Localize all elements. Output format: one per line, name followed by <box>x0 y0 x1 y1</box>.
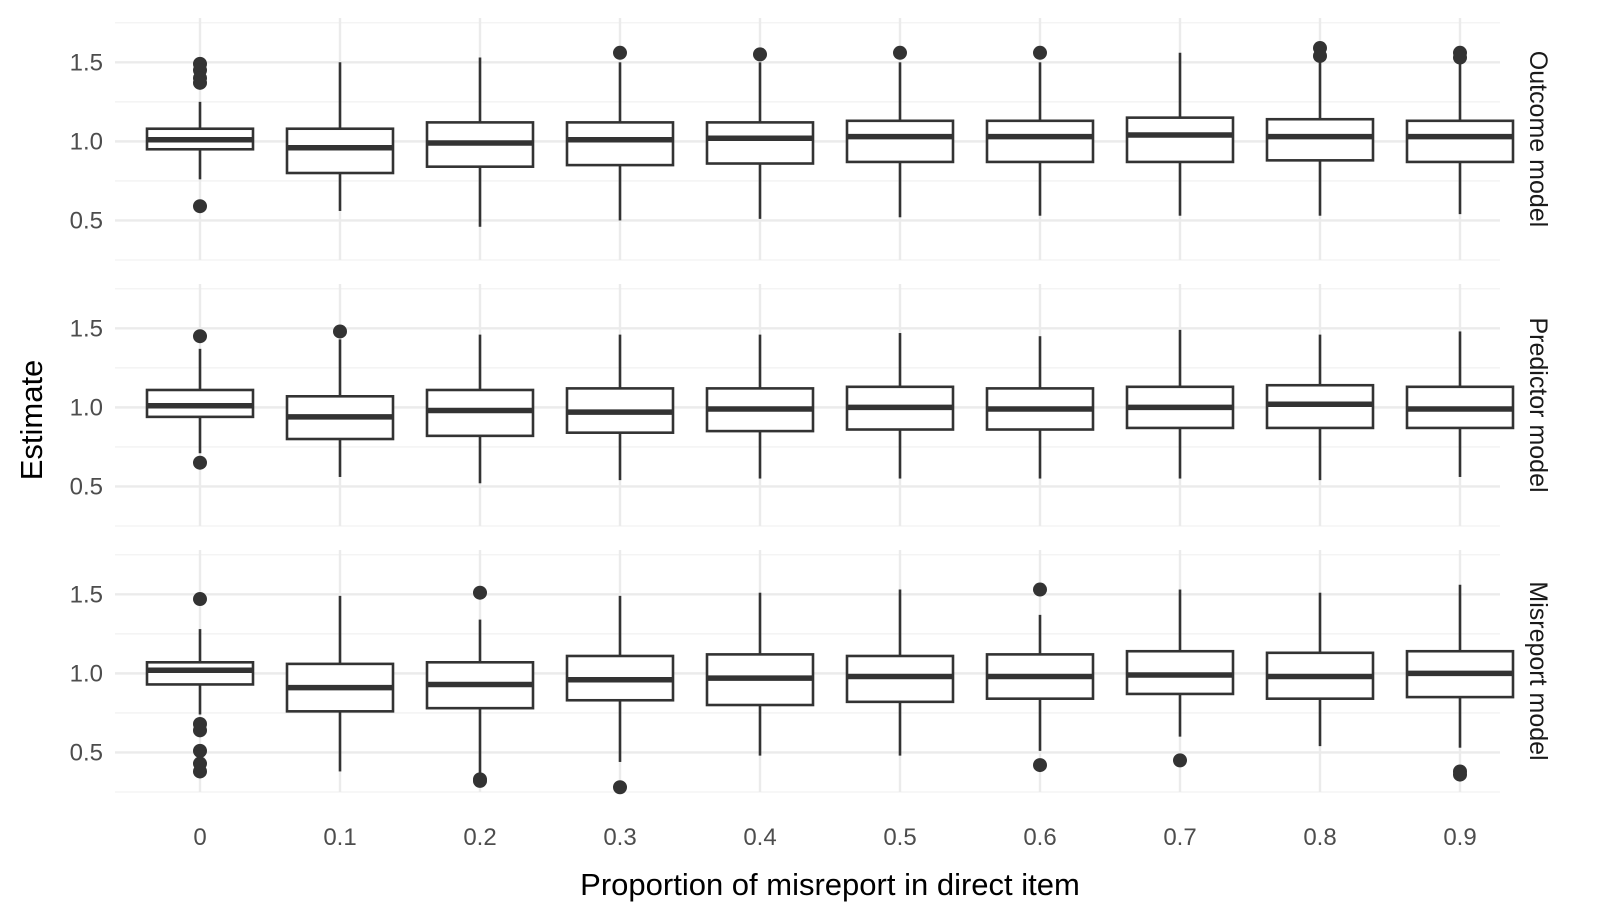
outlier-point <box>473 773 487 788</box>
x-tick-label: 0.6 <box>1023 824 1056 851</box>
outlier-point <box>1453 50 1467 65</box>
boxplot-0.8 <box>1265 592 1375 747</box>
boxplot-0.9 <box>1405 584 1515 782</box>
boxplot-0.3 <box>565 595 675 795</box>
boxplot-0.3 <box>565 334 675 481</box>
x-tick-label: 0.2 <box>463 824 496 851</box>
panel-predictor-model: 0.5 1.0 1.5 Predictor model <box>70 284 1552 527</box>
boxplot-0.6 <box>985 582 1095 773</box>
panel-strip-label: Misreport model <box>1524 581 1552 760</box>
outlier-point <box>1173 753 1187 768</box>
outlier-point <box>1033 758 1047 773</box>
box-iqr <box>285 127 395 175</box>
boxplot-0.6 <box>985 45 1095 216</box>
panel-misreport-model: 0.5 1.0 1.5 Misreport model <box>70 550 1552 795</box>
outlier-point <box>193 743 207 758</box>
boxplot-0.1 <box>285 595 395 772</box>
outlier-point <box>893 45 907 60</box>
outlier-point <box>1453 767 1467 782</box>
boxplot-0.8 <box>1265 334 1375 481</box>
boxplot-0.2 <box>425 57 535 227</box>
y-tick-label: 1.0 <box>70 660 103 687</box>
y-tick-label: 1.5 <box>70 49 103 76</box>
x-tick-label: 0.4 <box>743 824 776 851</box>
box-iqr <box>145 661 255 686</box>
box-iqr <box>1405 119 1515 164</box>
x-axis: 0 0.1 0.2 0.3 0.4 0.5 0.6 0.7 0.8 0.9 <box>193 824 1476 851</box>
outlier-point <box>193 329 207 344</box>
boxplot-0 <box>145 329 255 470</box>
boxplot-0.6 <box>985 336 1095 479</box>
x-tick-label: 0 <box>193 824 206 851</box>
outlier-point <box>1313 48 1327 63</box>
boxplot-0.7 <box>1125 589 1235 768</box>
boxplot-0.2 <box>425 334 535 484</box>
y-tick-label: 1.0 <box>70 128 103 155</box>
boxplot-0.9 <box>1405 331 1515 477</box>
outlier-point <box>193 75 207 90</box>
outlier-point <box>613 780 627 795</box>
x-tick-label: 0.8 <box>1303 824 1336 851</box>
boxplot-0.7 <box>1125 329 1235 479</box>
boxplot-0.2 <box>425 585 535 788</box>
y-tick-label: 1.5 <box>70 581 103 608</box>
outlier-point <box>333 324 347 339</box>
boxplot-0 <box>145 592 255 779</box>
outlier-point <box>193 455 207 470</box>
boxplot-0.5 <box>845 45 955 218</box>
outlier-point <box>1033 45 1047 60</box>
outlier-point <box>193 764 207 779</box>
x-tick-label: 0.5 <box>883 824 916 851</box>
boxplot-0.8 <box>1265 41 1375 216</box>
y-tick-label: 0.5 <box>70 739 103 766</box>
x-tick-label: 0.7 <box>1163 824 1196 851</box>
box-iqr <box>565 121 675 167</box>
box-iqr <box>845 119 955 164</box>
y-axis-title: Estimate <box>14 360 49 481</box>
panel-strip-label: Outcome model <box>1524 51 1552 227</box>
x-axis-title: Proportion of misreport in direct item <box>580 867 1080 902</box>
y-tick-label: 0.5 <box>70 473 103 500</box>
y-tick-label: 0.5 <box>70 207 103 234</box>
box-iqr <box>705 121 815 165</box>
boxplot-0.4 <box>705 334 815 479</box>
outlier-point <box>193 199 207 214</box>
boxplot-0.5 <box>845 589 955 756</box>
outlier-point <box>613 45 627 60</box>
box-iqr <box>1125 116 1235 164</box>
panel-strip-label: Predictor model <box>1524 317 1552 492</box>
outlier-point <box>193 592 207 607</box>
outlier-point <box>1033 582 1047 597</box>
boxplot-0.9 <box>1405 45 1515 215</box>
box-iqr <box>985 119 1095 164</box>
x-tick-label: 0.1 <box>323 824 356 851</box>
box-iqr <box>1265 117 1375 162</box>
boxplot-0.4 <box>705 47 815 219</box>
x-tick-label: 0.3 <box>603 824 636 851</box>
boxplot-0.5 <box>845 333 955 479</box>
outlier-point <box>753 47 767 62</box>
boxplot-0.4 <box>705 592 815 756</box>
outlier-point <box>473 585 487 600</box>
boxplot-0.1 <box>285 324 395 477</box>
boxplot-0.7 <box>1125 52 1235 216</box>
boxplot-0.3 <box>565 45 675 221</box>
panel-outcome-model: 0.5 1.0 1.5 Outcome model <box>70 18 1552 261</box>
y-tick-label: 1.0 <box>70 394 103 421</box>
y-tick-label: 1.5 <box>70 315 103 342</box>
boxplot-0.1 <box>285 62 395 211</box>
boxplot-0 <box>145 56 255 214</box>
x-tick-label: 0.9 <box>1443 824 1476 851</box>
outlier-point <box>193 723 207 738</box>
